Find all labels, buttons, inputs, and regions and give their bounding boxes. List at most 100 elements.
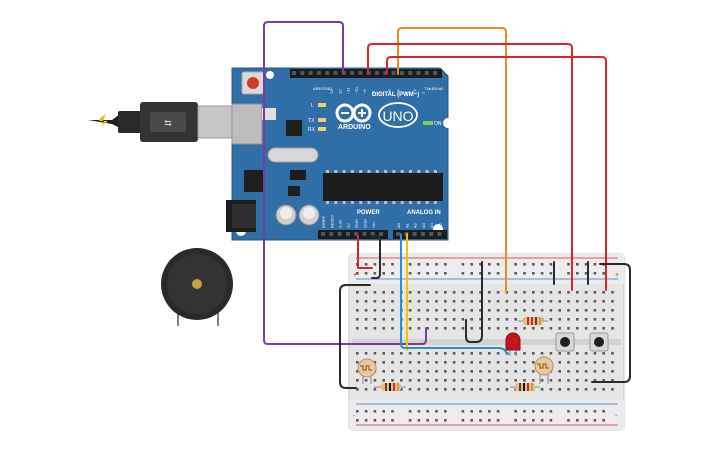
digital-pin-label: ~5 <box>395 89 400 94</box>
digital-pin-label: ~9 <box>362 89 367 94</box>
header-hole <box>420 232 425 236</box>
resistor[interactable] <box>518 317 548 325</box>
header-hole <box>345 232 350 236</box>
wire-black-led[interactable] <box>465 261 483 343</box>
pushbutton[interactable] <box>555 332 575 352</box>
header-hole <box>350 71 355 75</box>
header-hole <box>412 232 417 236</box>
header-hole <box>308 71 313 75</box>
analog-pin-label: A2 <box>413 222 418 228</box>
power-pin-label: Vin <box>371 222 376 228</box>
digital-header <box>290 69 442 78</box>
crystal-oscillator <box>267 147 319 163</box>
analog-pin-label: A5 <box>438 222 443 228</box>
header-hole <box>437 232 442 236</box>
atmega-pins <box>326 170 437 204</box>
resistor[interactable] <box>374 383 406 391</box>
rx-led <box>318 127 326 131</box>
analog-pin-label: A0 <box>396 222 401 228</box>
model-label: UNO <box>382 108 413 124</box>
power-pin-label: 5V <box>346 223 351 228</box>
breadboard[interactable]: + + - - <box>348 253 625 431</box>
bottom-header-holes <box>321 232 442 236</box>
header-hole <box>337 232 342 236</box>
center-channel <box>352 339 621 345</box>
header-hole <box>321 232 325 236</box>
led-body <box>505 332 521 351</box>
power-header <box>318 230 388 239</box>
reset-button-cap <box>247 77 259 89</box>
header-hole <box>300 71 305 75</box>
rail-minus-label: - <box>615 413 618 420</box>
wire-purple[interactable] <box>263 21 427 345</box>
wire-red-pin8[interactable] <box>367 43 573 291</box>
wire-red-5v[interactable] <box>357 235 373 269</box>
digital-pin-label: ~10 <box>354 86 359 94</box>
header-hole <box>354 232 359 236</box>
digital-header-label: DIGITAL (PWM~) <box>372 92 419 98</box>
usb-symbol-icon: ⇆ <box>164 118 172 128</box>
header-hole <box>424 71 429 75</box>
rx-led-label: RX <box>308 127 316 133</box>
power-pin-label: RESET <box>329 214 334 228</box>
wire-blue[interactable] <box>400 233 509 355</box>
small-chip <box>288 186 300 196</box>
mount-hole <box>443 118 453 128</box>
wire-black-right[interactable] <box>591 263 631 383</box>
piezo-buzzer[interactable] <box>161 248 233 326</box>
wire-orange[interactable] <box>397 27 507 293</box>
wire-black-gnd[interactable] <box>371 235 381 279</box>
wires[interactable] <box>263 21 631 389</box>
pushbutton-cap <box>594 337 604 347</box>
header-hole <box>383 71 388 75</box>
lightning-icon <box>99 114 108 127</box>
usb-plug-metal <box>197 105 239 139</box>
header-hole <box>408 71 413 75</box>
arduino-logo-icon <box>335 103 372 123</box>
usb-cable[interactable]: ⇆ <box>88 102 239 142</box>
header-hole <box>341 71 346 75</box>
wire-red-pin7[interactable] <box>386 56 607 291</box>
header-hole <box>370 232 375 236</box>
capacitor-top <box>280 207 292 219</box>
bottom-power-rail <box>349 400 624 430</box>
digital-pin-label: ~3 <box>412 89 417 94</box>
ldr-body <box>534 356 554 376</box>
pushbutton[interactable] <box>589 332 609 352</box>
atmega-chip <box>323 173 443 201</box>
digital-pin-label: 2 <box>420 91 425 94</box>
usb-chip <box>286 120 302 136</box>
breadboard-holes <box>356 263 614 422</box>
rx-pin-label: RX◂0 <box>433 86 444 91</box>
analog-header <box>393 230 447 239</box>
capacitor-top <box>303 207 315 219</box>
tx-led-label: TX <box>308 118 315 124</box>
buzzer-center <box>192 279 202 289</box>
header-hole <box>362 232 367 236</box>
power-jack-inner <box>232 204 256 228</box>
tx-led <box>318 118 326 122</box>
wire-black-left[interactable] <box>339 284 371 389</box>
usb-plug-face <box>150 112 186 132</box>
fuse <box>262 108 276 120</box>
tx-pin-label: TX▸1 <box>424 86 434 91</box>
analog-pin-label: A1 <box>404 222 409 228</box>
resistor[interactable] <box>510 383 540 391</box>
uno-badge <box>378 102 418 128</box>
header-hole <box>292 71 296 75</box>
photoresistor[interactable] <box>534 356 554 384</box>
on-led <box>423 121 433 125</box>
photoresistor[interactable] <box>357 358 377 384</box>
ldr-body <box>357 358 377 378</box>
analog-header-label: ANALOG IN <box>407 210 441 216</box>
aref-label: AREF <box>313 86 324 91</box>
header-hole <box>429 232 434 236</box>
red-led[interactable] <box>505 332 521 356</box>
header-hole <box>316 71 321 75</box>
icsp-header <box>290 170 306 180</box>
mount-hole <box>266 71 274 79</box>
digital-pin-label: ~6 <box>387 89 392 94</box>
